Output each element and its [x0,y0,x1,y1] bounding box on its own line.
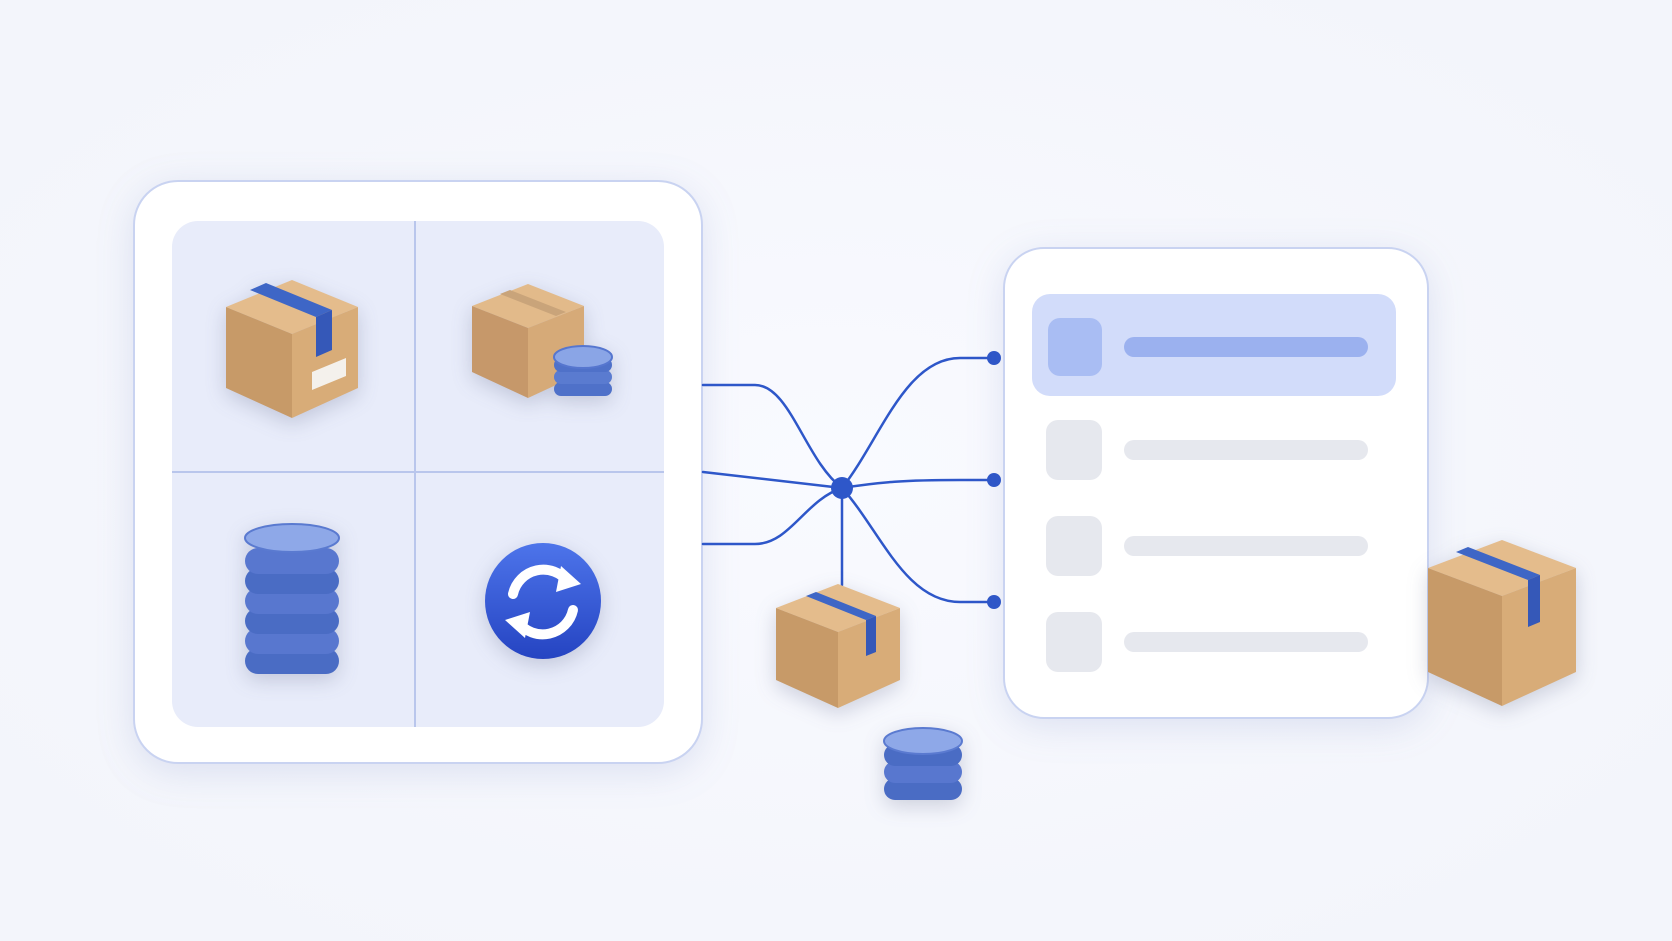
tile-package-with-coins[interactable] [472,284,613,398]
coin-stack-icon [883,727,963,800]
list-item-thumbnail [1046,612,1102,672]
connector-network [701,356,996,604]
list-item-thumbnail [1046,516,1102,576]
tile-coin-stack[interactable] [244,523,340,674]
list-item-text-placeholder [1124,337,1368,357]
connector-line-top-right [840,356,996,490]
list-item-thumbnail [1048,318,1102,376]
tile-package[interactable] [226,280,358,418]
list-item[interactable] [1046,516,1368,576]
connector-endpoint-middle [987,473,1001,487]
tile-sync[interactable] [485,543,601,659]
connector-hub-node [831,477,853,499]
package-icon [226,280,358,418]
sync-icon [485,543,601,659]
connector-line-top-left [701,383,844,490]
connector-line-mid-left [701,470,844,490]
list-item-text-placeholder [1124,440,1368,460]
connector-line-bottom-right [840,486,996,604]
package-icon [1428,540,1576,706]
package-icon [776,584,900,708]
connector-endpoint-bottom [987,595,1001,609]
coin-stack-icon [244,523,340,674]
coin-stack-small-icon [553,345,613,396]
connector-endpoint-top [987,351,1001,365]
list-item-selected[interactable] [1032,294,1396,396]
tile-grid-panel [133,180,703,764]
tile-grid-surface [172,221,664,727]
list-item-text-placeholder [1124,536,1368,556]
list-panel [1003,247,1429,719]
list-item-thumbnail [1046,420,1102,480]
list-item[interactable] [1046,612,1368,672]
connector-line-mid-right [840,478,996,490]
list-item[interactable] [1046,420,1368,480]
list-item-text-placeholder [1124,632,1368,652]
package-with-coins-icon [472,284,613,398]
connector-line-bottom-left [701,486,844,546]
connector-nodes [831,351,1001,609]
